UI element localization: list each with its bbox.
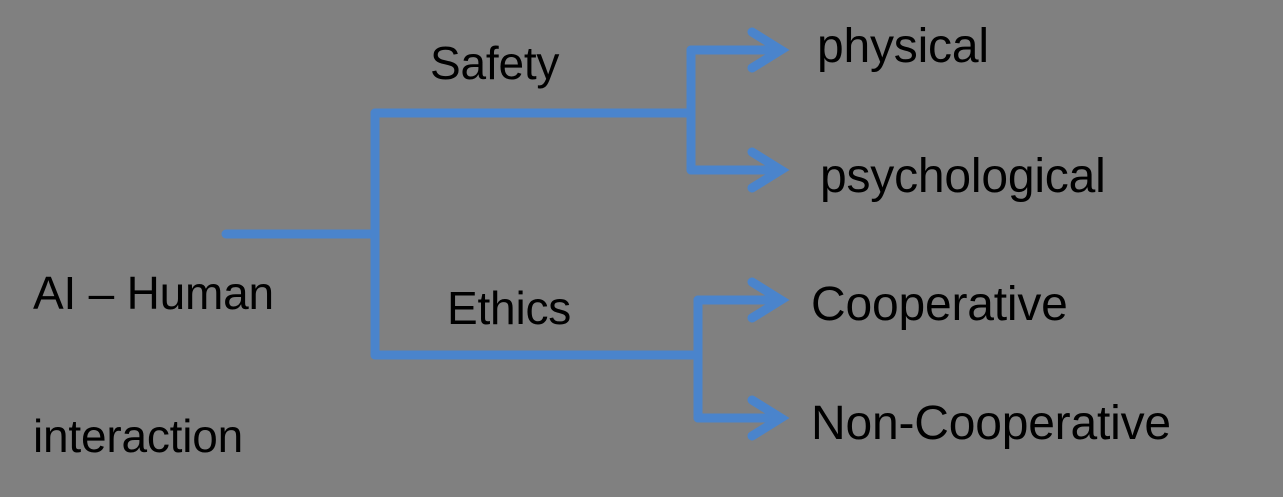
- root-node-label-line1: AI – Human: [33, 266, 274, 319]
- leaf-label-psychological: psychological: [820, 150, 1106, 203]
- arrow-head-psychological: [747, 147, 790, 193]
- leaf-label-non-cooperative: Non-Cooperative: [811, 397, 1171, 450]
- leaf-label-cooperative: Cooperative: [811, 278, 1068, 331]
- root-node: AI – Human interaction: [33, 174, 274, 497]
- arrow-head-physical: [747, 27, 790, 73]
- branch-label-safety: Safety: [430, 37, 560, 89]
- arrow-head-cooperative: [747, 277, 790, 323]
- leaf-label-physical: physical: [817, 20, 989, 73]
- root-node-label-line2: interaction: [33, 410, 244, 463]
- arrow-head-noncooperative: [747, 395, 790, 441]
- branch-label-ethics: Ethics: [447, 282, 572, 334]
